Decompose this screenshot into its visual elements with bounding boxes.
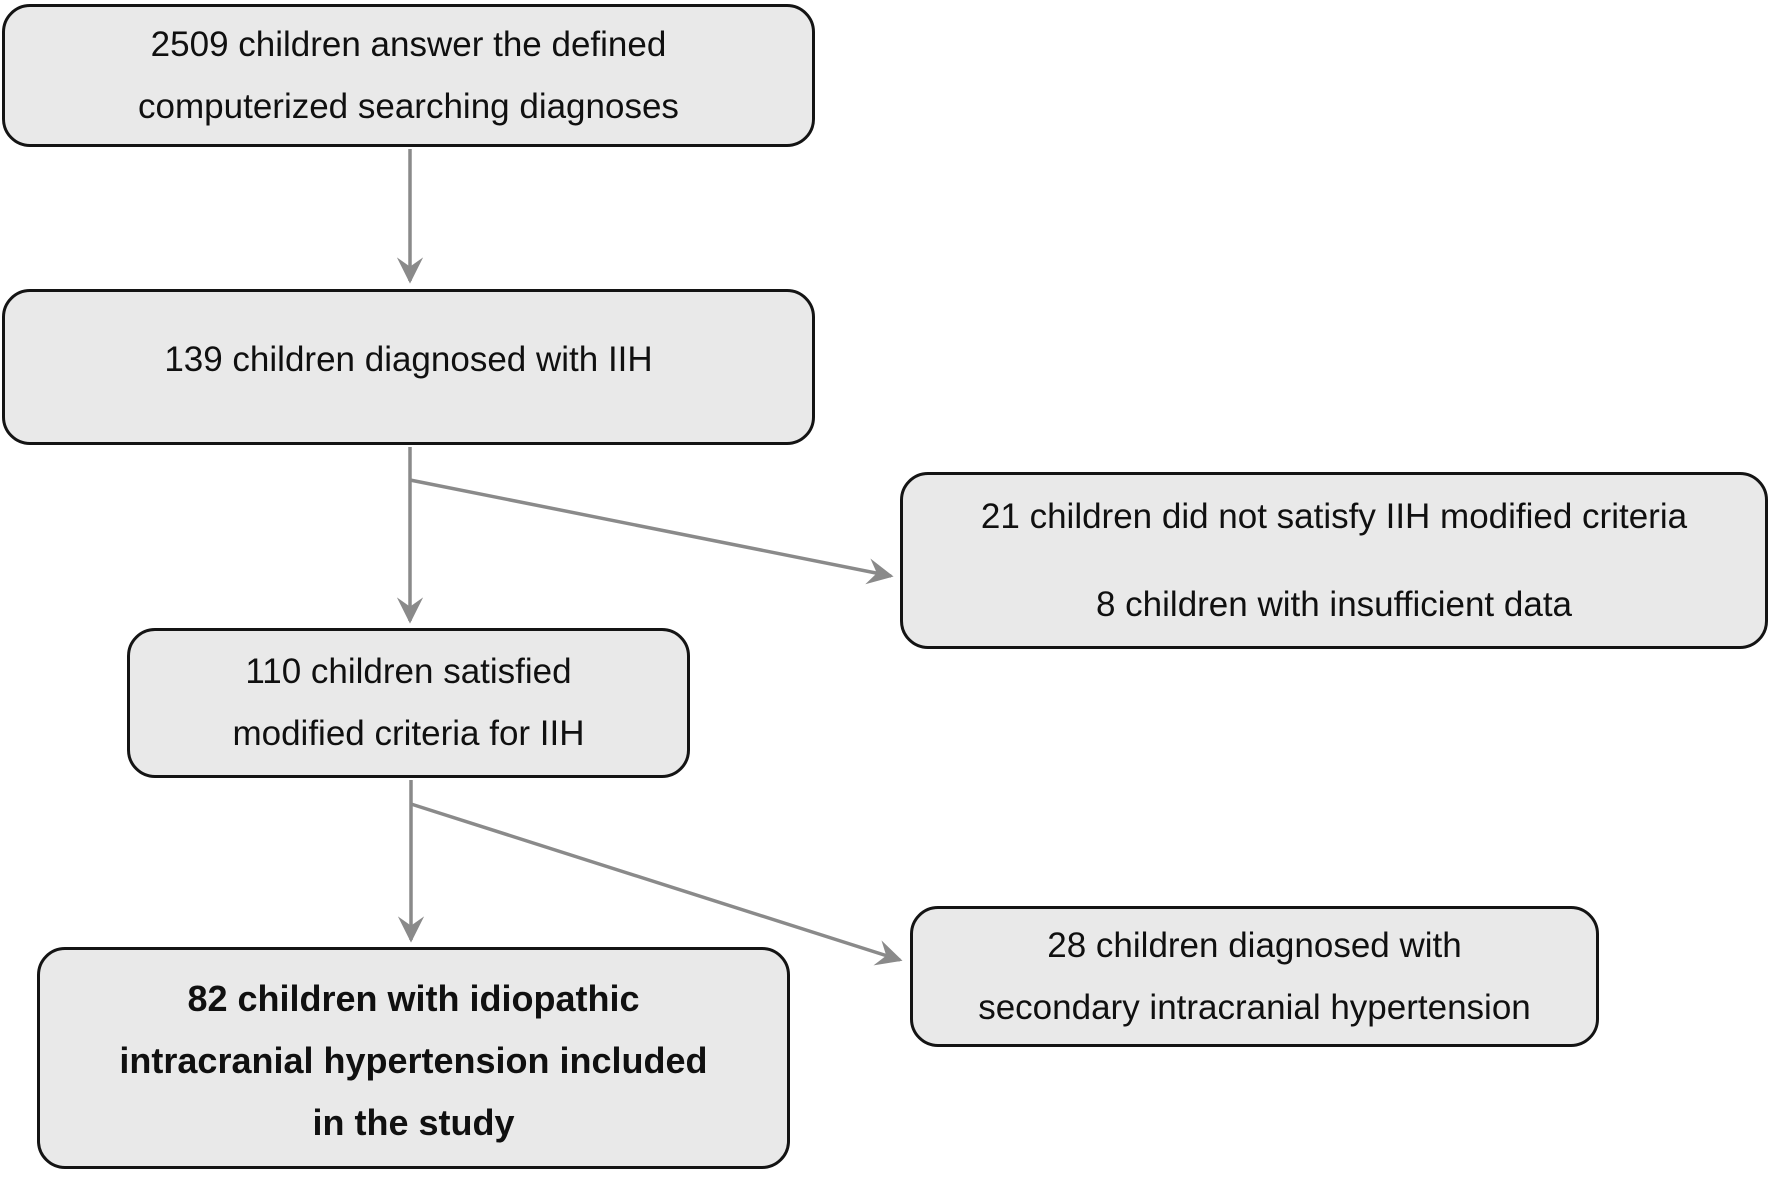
box-text-line: 2509 children answer the defined bbox=[150, 24, 667, 64]
box-text-line: intracranial hypertension included bbox=[119, 1040, 708, 1081]
arrow-satisfied-to-excluded2 bbox=[410, 802, 903, 966]
flow-box-screened: 2509 children answer the defined compute… bbox=[2, 4, 815, 147]
box-text-line: 110 children satisfied bbox=[245, 652, 572, 691]
arrow-diagnosed-to-excluded1 bbox=[409, 478, 894, 585]
box-text-line: 8 children with insufficient data bbox=[1095, 584, 1573, 624]
box-text-line: modified criteria for IIH bbox=[232, 714, 585, 753]
box-text-line: in the study bbox=[312, 1102, 515, 1143]
box-text-line: 139 children diagnosed with IIH bbox=[164, 340, 653, 379]
flow-box-satisfied: 110 children satisfied modified criteria… bbox=[127, 628, 690, 778]
box-text-line: 28 children diagnosed with bbox=[1047, 925, 1462, 965]
box-text-line: secondary intracranial hypertension bbox=[978, 987, 1531, 1027]
flow-box-excluded-secondary: 28 children diagnosed with secondary int… bbox=[910, 906, 1599, 1047]
box-text-line: computerized searching diagnoses bbox=[138, 86, 679, 126]
box-text-line: 21 children did not satisfy IIH modified… bbox=[980, 496, 1688, 536]
flow-box-diagnosed: 139 children diagnosed with IIH bbox=[2, 289, 815, 445]
flow-box-excluded-criteria: 21 children did not satisfy IIH modified… bbox=[900, 472, 1768, 649]
flow-box-included: 82 children with idiopathic intracranial… bbox=[37, 947, 790, 1169]
box-text-line: 82 children with idiopathic bbox=[187, 978, 640, 1019]
